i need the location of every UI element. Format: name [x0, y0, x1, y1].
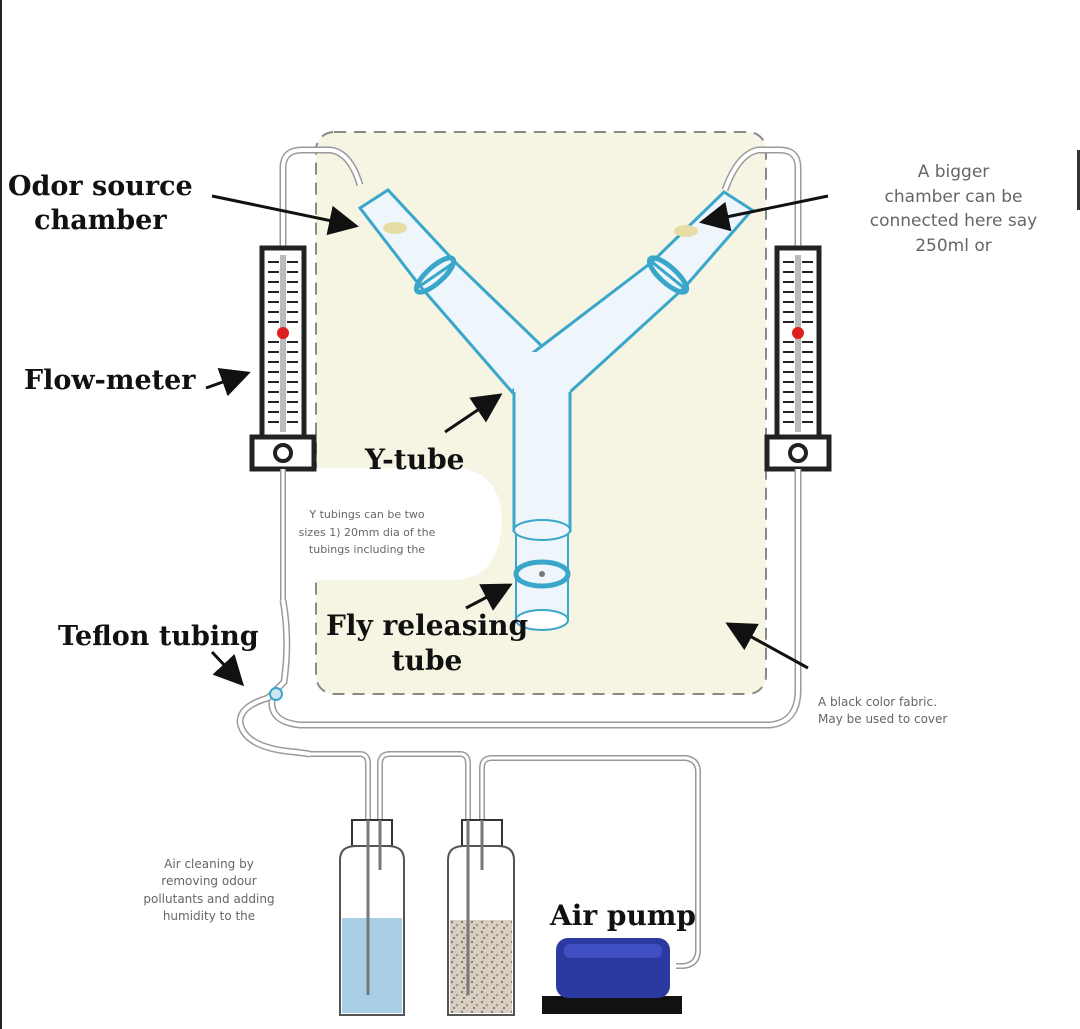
arrow-odor-source: [211, 194, 359, 236]
fly-releasing-label: Fly releasing tube: [326, 608, 528, 678]
air-cleaning-note: Air cleaning by removing odour pollutant…: [116, 856, 302, 926]
odor-source-label: Odor source chamber: [8, 170, 193, 238]
black-fabric-note: A black color fabric. May be used to cov…: [818, 694, 1008, 729]
arrow-fly-releasing: [465, 583, 513, 611]
fly-releasing-line1: Fly releasing: [326, 609, 529, 642]
bigger-chamber-line1: A bigger: [917, 162, 990, 182]
y-tubings-line1: Y tubings can be two: [309, 508, 425, 521]
teflon-tubing-label: Teflon tubing: [58, 621, 259, 652]
y-tubings-note: Y tubings can be two sizes 1) 20mm dia o…: [262, 506, 472, 559]
odor-source-line1: Odor source: [8, 171, 193, 202]
air-cleaning-line3: pollutants and adding: [143, 891, 275, 906]
air-cleaning-line4: humidity to the: [162, 909, 256, 924]
right-edge-line: [1077, 150, 1080, 210]
arrow-black-fabric: [725, 622, 809, 670]
air-cleaning-line1: Air cleaning by: [164, 857, 254, 871]
wash-bottle-water-icon: [339, 819, 405, 1016]
fly-releasing-tube-icon: [513, 519, 571, 631]
black-fabric-line1: A black color fabric.: [818, 695, 937, 709]
flow-meter-label: Flow-meter: [24, 365, 196, 396]
bigger-chamber-line2: chamber can be: [884, 186, 1023, 207]
y-tubings-line3: tubings including the: [308, 543, 426, 557]
arrow-flow-meter: [205, 367, 251, 397]
arrow-bigger-chamber: [699, 194, 829, 232]
fly-releasing-line2: tube: [391, 644, 463, 677]
wash-bottle-charcoal-icon: [447, 819, 515, 1016]
arrow-teflon: [210, 650, 245, 687]
bigger-chamber-line3: connected here say: [869, 211, 1038, 232]
y-tube-label: Y-tube: [365, 443, 465, 476]
note-bubble: [268, 468, 502, 580]
bigger-chamber-note: A bigger chamber can be connected here s…: [856, 160, 1051, 259]
air-cleaning-line2: removing odour: [161, 874, 257, 889]
black-fabric-line2: May be used to cover: [818, 712, 948, 727]
left-edge-line: [0, 0, 2, 1029]
y-tube-icon: [357, 188, 755, 532]
flow-meter-left-icon: [249, 245, 317, 472]
air-pump-label: Air pump: [550, 899, 697, 932]
odor-source-line2: chamber: [34, 204, 167, 236]
air-pump-icon: [542, 938, 682, 1014]
arrow-y-tube: [444, 393, 503, 434]
flow-meter-right-icon: [764, 245, 832, 472]
y-tubings-line2: sizes 1) 20mm dia of the: [298, 525, 436, 539]
bigger-chamber-line4: 250ml or: [915, 235, 992, 256]
tube-to-bottles: [310, 751, 371, 820]
